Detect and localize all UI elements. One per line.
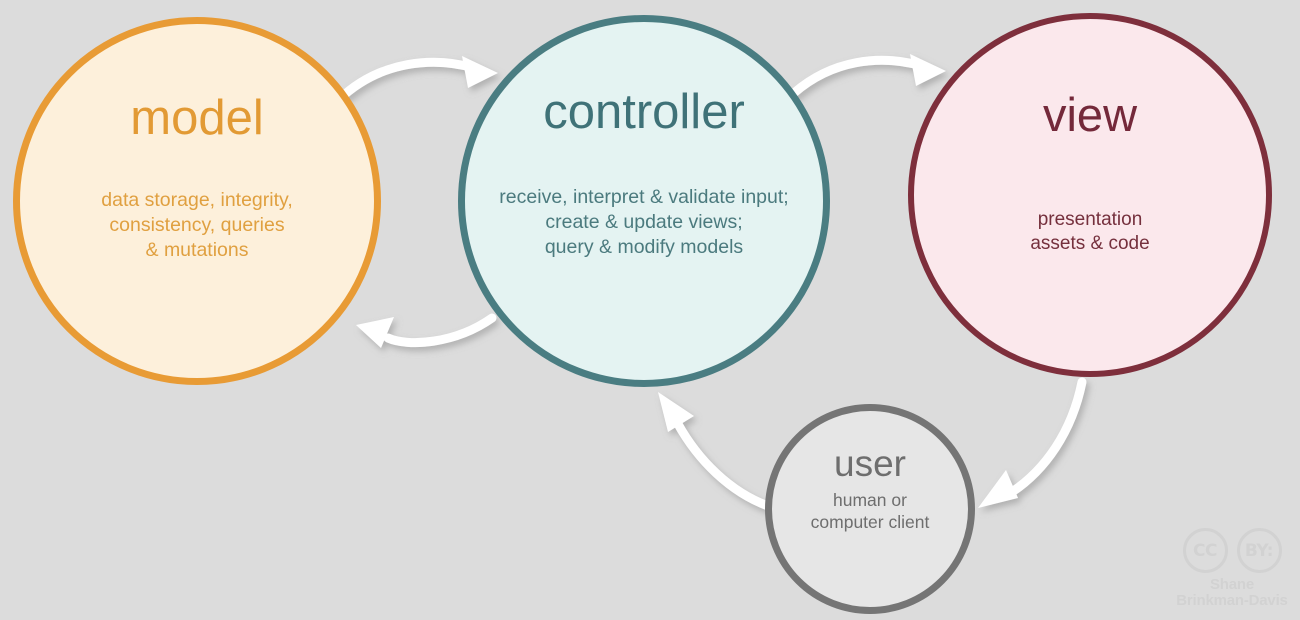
arrow-view-to-user <box>978 377 1087 508</box>
arrow-user-to-controller <box>658 392 773 511</box>
node-model-title: model <box>130 91 264 145</box>
node-model-description: data storage, integrity, consistency, qu… <box>101 189 293 261</box>
attribution-by-icon: BY: <box>1236 528 1282 573</box>
creative-commons-license: CC BY: Shane Brinkman-Davis <box>1176 528 1288 609</box>
node-user-title: user <box>834 443 906 484</box>
author-attribution: Shane Brinkman-Davis <box>1176 576 1288 610</box>
node-user-description: human or computer client <box>810 490 930 533</box>
creative-commons-icon: CC <box>1182 528 1228 573</box>
node-model[interactable]: model data storage, integrity, consisten… <box>13 17 381 385</box>
node-controller[interactable]: controller receive, interpret & validate… <box>458 15 830 387</box>
node-controller-title: controller <box>543 85 745 139</box>
node-view[interactable]: view presentation assets & code <box>908 13 1272 377</box>
cc-badge-group: CC BY: <box>1182 528 1282 573</box>
arrow-model-to-controller <box>339 56 498 100</box>
node-user[interactable]: user human or computer client <box>765 404 975 614</box>
node-controller-description: receive, interpret & validate input; cre… <box>499 186 789 258</box>
node-view-title: view <box>1042 88 1138 141</box>
arrow-controller-to-model <box>356 313 497 348</box>
arrow-controller-to-view <box>789 54 946 98</box>
node-view-description: presentation assets & code <box>1030 209 1150 255</box>
